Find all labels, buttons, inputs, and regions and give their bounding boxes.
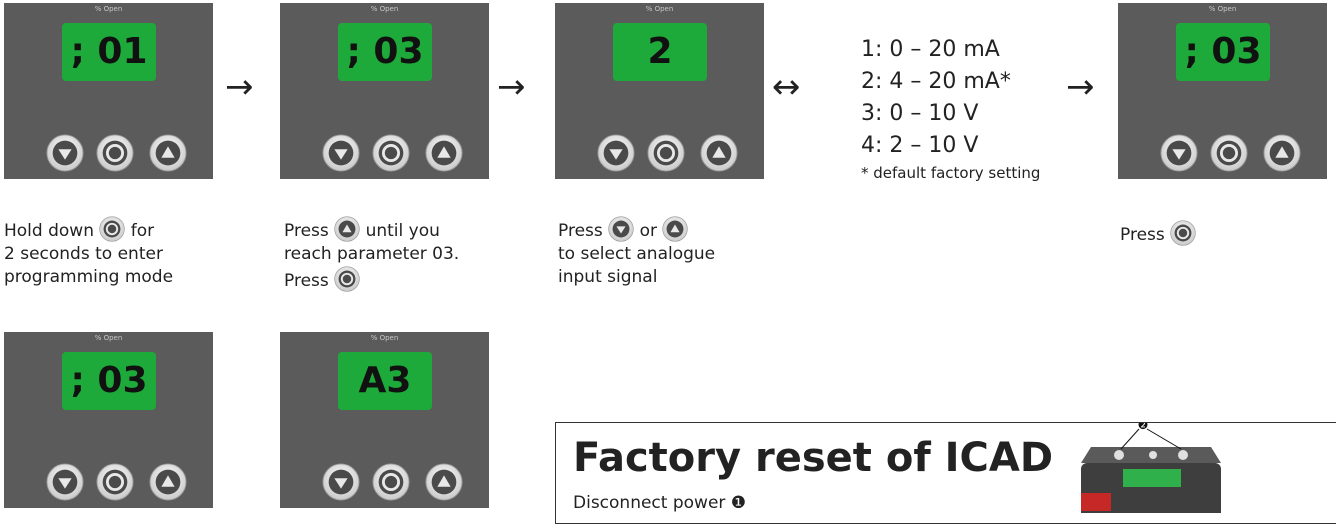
signal-option: 2: 4 – 20 mA* [861, 69, 1011, 94]
ok-button-icon [99, 216, 125, 242]
callout-marker: ❷ [1138, 423, 1149, 432]
ok-button-icon[interactable] [1210, 134, 1248, 172]
lcd-display: ; 03 [1176, 23, 1270, 81]
up-button-icon [662, 216, 688, 242]
up-button-icon [334, 216, 360, 242]
down-button-icon[interactable] [46, 463, 84, 501]
controller-panel-1: % Open ; 01 [4, 3, 213, 179]
step-3-caption: Press or to select analogue input signal [558, 216, 715, 289]
caption-text: input signal [558, 267, 658, 287]
down-button-icon[interactable] [322, 134, 360, 172]
down-button-icon[interactable] [597, 134, 635, 172]
lcd-display: ; 01 [62, 23, 156, 81]
step-2-caption: Press until you reach parameter 03. Pres… [284, 216, 459, 293]
caption-text: 2 seconds to enter [4, 244, 163, 264]
arrow-bidirectional: ↔ [772, 67, 801, 107]
signal-option: 4: 2 – 10 V [861, 133, 979, 158]
caption-text: for [130, 221, 155, 241]
controller-panel-5: % Open ; 03 [4, 332, 213, 508]
ok-button-icon[interactable] [372, 134, 410, 172]
factory-reset-step: Disconnect power ❶ [573, 493, 747, 513]
caption-text: until you [365, 221, 440, 241]
caption-text: reach parameter 03. [284, 244, 460, 264]
signal-option: 3: 0 – 10 V [861, 101, 979, 126]
up-button-icon[interactable] [425, 463, 463, 501]
panel-label: % Open [645, 5, 674, 13]
lcd-display: ; 03 [62, 352, 156, 410]
lcd-display: A3 [338, 352, 432, 410]
ok-button-icon[interactable] [647, 134, 685, 172]
up-button-icon[interactable] [149, 134, 187, 172]
arrow-right: → [1066, 67, 1095, 107]
ok-button-icon [334, 266, 360, 292]
factory-reset-box: Factory reset of ICAD Disconnect power ❶… [555, 422, 1336, 524]
controller-panel-3: % Open 2 [555, 3, 764, 179]
up-button-icon[interactable] [149, 463, 187, 501]
step-1-caption: Hold down for 2 seconds to enter program… [4, 216, 173, 289]
caption-text: Press [284, 221, 329, 241]
factory-reset-title: Factory reset of ICAD [573, 435, 1054, 481]
up-button-icon[interactable] [425, 134, 463, 172]
controller-panel-2: % Open ; 03 [280, 3, 489, 179]
ok-button-icon[interactable] [96, 134, 134, 172]
controller-panel-4: % Open ; 03 [1118, 3, 1327, 179]
caption-text: Press [558, 221, 603, 241]
up-button-icon[interactable] [700, 134, 738, 172]
panel-label: % Open [94, 5, 123, 13]
panel-label: % Open [94, 334, 123, 342]
step-5-caption: Press [1120, 220, 1196, 247]
ok-button-icon[interactable] [96, 463, 134, 501]
panel-label: % Open [370, 5, 399, 13]
down-button-icon [608, 216, 634, 242]
ok-button-icon [1170, 220, 1196, 246]
ok-button-icon[interactable] [372, 463, 410, 501]
down-button-icon[interactable] [322, 463, 360, 501]
panel-label: % Open [370, 334, 399, 342]
controller-panel-6: % Open A3 [280, 332, 489, 508]
up-button-icon[interactable] [1263, 134, 1301, 172]
arrow-right: → [225, 67, 254, 107]
caption-text: Press [1120, 225, 1165, 245]
panel-label: % Open [1208, 5, 1237, 13]
arrow-right: → [497, 67, 526, 107]
down-button-icon[interactable] [46, 134, 84, 172]
default-setting-note: * default factory setting [861, 164, 1041, 182]
caption-text: to select analogue [558, 244, 716, 264]
signal-options-list: 1: 0 – 20 mA 2: 4 – 20 mA* 3: 0 – 10 V 4… [861, 34, 1040, 182]
lcd-display: 2 [613, 23, 707, 81]
caption-text: Press [284, 271, 329, 291]
icad-device-image: ❷ [1081, 423, 1221, 513]
signal-option: 1: 0 – 20 mA [861, 37, 1000, 62]
caption-text: programming mode [4, 267, 174, 287]
lcd-display: ; 03 [338, 23, 432, 81]
down-button-icon[interactable] [1160, 134, 1198, 172]
caption-text: or [639, 221, 657, 241]
caption-text: Hold down [4, 221, 94, 241]
